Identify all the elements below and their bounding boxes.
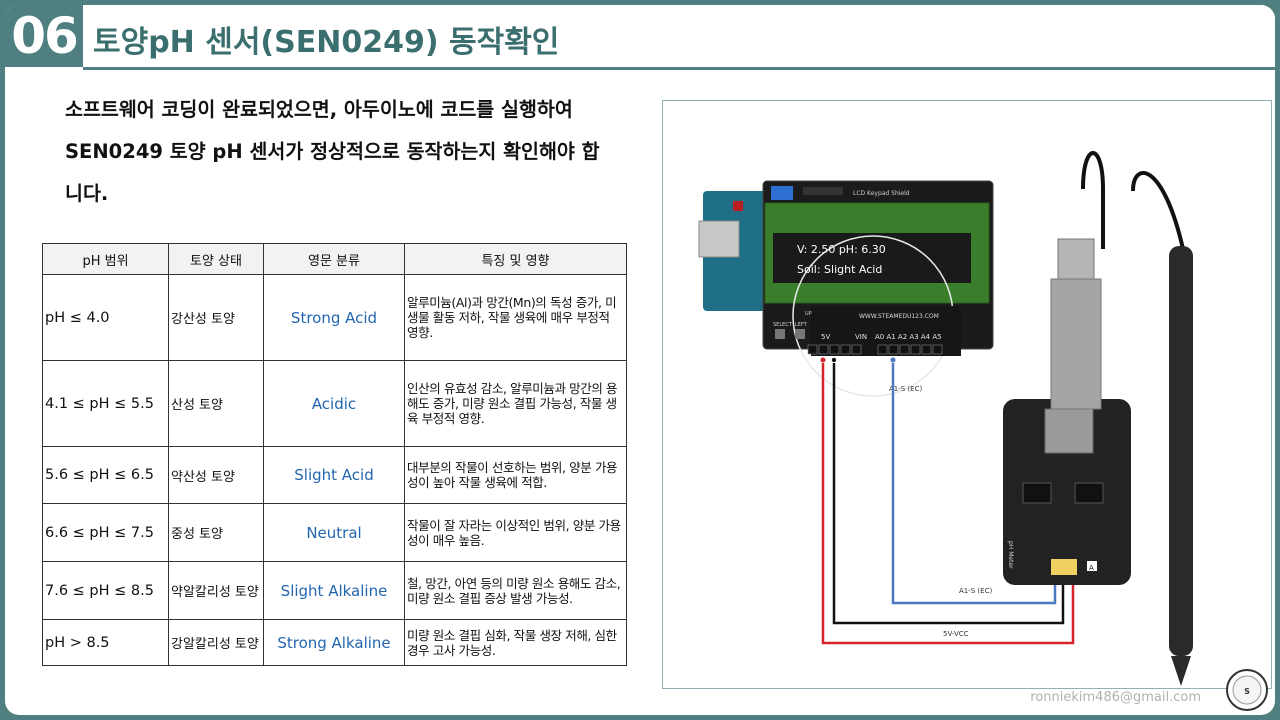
red-wire (821, 363, 1075, 645)
probe-lead (1131, 171, 1185, 250)
footer-email: ronniekim486@gmail.com (1030, 690, 1201, 705)
ph-range-cell: pH ≤ 4.0 (42, 274, 169, 361)
board-pin-a-box (1087, 561, 1097, 571)
english-class-cell: Slight Acid (263, 446, 405, 504)
ph-range-table: pH 범위 토양 상태 영문 분류 특징 및 영향 pH ≤ 4.0 강산성 토… (42, 243, 627, 666)
chip (1074, 482, 1104, 504)
table-row: 5.6 ≤ pH ≤ 6.5 약산성 토양 Slight Acid 대부분의 작… (42, 446, 627, 504)
description-cell: 대부분의 작물이 선호하는 범위, 양분 가용성이 높아 작물 생육에 적합. (404, 446, 627, 504)
chip (1022, 482, 1052, 504)
table-header-row: pH 범위 토양 상태 영문 분류 특징 및 영향 (42, 243, 627, 275)
bnc-socket (1044, 408, 1094, 454)
column-header: 특징 및 영향 (404, 243, 627, 275)
english-class-cell: Slight Alkaline (263, 561, 405, 620)
page-title: 토양pH 센서(SEN0249) 동작확인 (93, 25, 560, 60)
table-row: 6.6 ≤ pH ≤ 7.5 중성 토양 Neutral 작물이 잘 자라는 이… (42, 503, 627, 562)
english-class-cell: Neutral (263, 503, 405, 562)
btn-select-label: SELECT (773, 322, 793, 328)
pin-5v-label: 5V (821, 333, 830, 341)
svg-text:S: S (1244, 687, 1250, 696)
column-header: pH 범위 (42, 243, 169, 275)
description-cell: 철, 망간, 아연 등의 미량 원소 용해도 감소, 미량 원소 결핍 증상 발… (404, 561, 627, 620)
section-number-box: 06 (5, 5, 83, 67)
column-header: 영문 분류 (263, 243, 405, 275)
english-class-cell: Acidic (263, 360, 405, 447)
btn-left-label: LEFT (795, 322, 808, 328)
ph-meter-board (1003, 399, 1131, 585)
probe-tip (1171, 656, 1191, 686)
english-class-cell: Strong Acid (263, 274, 405, 361)
black-wire (832, 363, 1065, 625)
ph-range-cell: 6.6 ≤ pH ≤ 7.5 (42, 503, 169, 562)
btn-up-label: UP (805, 311, 812, 317)
shield-header (803, 187, 843, 195)
wire-label-vcc: 5V-VCC (943, 630, 969, 638)
ph-range-cell: 4.1 ≤ pH ≤ 5.5 (42, 360, 169, 447)
keypad-button (795, 329, 805, 339)
section-number: 06 (11, 7, 79, 65)
title-bar: 토양pH 센서(SEN0249) 동작확인 (83, 5, 1275, 70)
wire-label-a1-bottom: A1-S (EC) (959, 587, 992, 595)
pin-vin-label: VIN (855, 333, 867, 341)
analog-pins-label: A0 A1 A2 A3 A4 A5 (875, 333, 942, 341)
blue-wire (891, 363, 1057, 605)
bnc-connector (1057, 238, 1095, 280)
soil-status-cell: 강알칼리성 토양 (168, 619, 264, 666)
table-row: pH > 8.5 강알칼리성 토양 Strong Alkaline 미량 원소 … (42, 619, 627, 666)
shield-label: LCD Keypad Shield (853, 190, 910, 197)
keypad-button (775, 329, 785, 339)
bnc-body (1050, 278, 1102, 410)
soil-status-cell: 약알칼리성 토양 (168, 561, 264, 620)
soil-status-cell: 중성 토양 (168, 503, 264, 562)
description-cell: 알루미늄(Al)과 망간(Mn)의 독성 증가, 미생물 활동 저하, 작물 생… (404, 274, 627, 361)
lcd-screen (773, 233, 971, 283)
lcd-line-2: Soil: Slight Acid (797, 263, 882, 276)
potentiometer (771, 186, 793, 200)
board-pin-a-label: A (1089, 564, 1094, 572)
ph-range-cell: 5.6 ≤ pH ≤ 6.5 (42, 446, 169, 504)
wiring-figure: LCD Keypad Shield V: 2.50 pH: 6.30 Soil:… (662, 100, 1272, 689)
reset-button (733, 201, 743, 211)
table-row: 7.6 ≤ pH ≤ 8.5 약알칼리성 토양 Slight Alkaline … (42, 561, 627, 620)
description-cell: 미량 원소 결핍 심화, 작물 생장 저해, 심한 경우 고사 가능성. (404, 619, 627, 666)
lcd-line-1: V: 2.50 pH: 6.30 (797, 243, 886, 256)
soil-status-cell: 강산성 토양 (168, 274, 264, 361)
steamedu-logo-icon: S (1226, 669, 1268, 711)
soil-status-cell: 약산성 토양 (168, 446, 264, 504)
english-class-cell: Strong Alkaline (263, 619, 405, 666)
pin-header (807, 344, 943, 355)
intro-text: 소프트웨어 코딩이 완료되었으면, 아두이노에 코드를 실행하여 SEN0249… (65, 98, 600, 205)
probe-cable (1081, 151, 1105, 249)
description-cell: 인산의 유효성 감소, 알루미늄과 망간의 용해도 증가, 미량 원소 결핍 가… (404, 360, 627, 447)
board-label: pH Meter (1007, 541, 1014, 569)
shield-site-text: WWW.STEAMEDU123.COM (859, 313, 939, 320)
ph-probe (1169, 246, 1193, 656)
wire-label-a1-top: A1-S (EC) (889, 385, 922, 393)
description-cell: 작물이 잘 자라는 이상적인 범위, 양분 가용성이 매우 높음. (404, 503, 627, 562)
table-row: pH ≤ 4.0 강산성 토양 Strong Acid 알루미늄(Al)과 망간… (42, 274, 627, 361)
table-row: 4.1 ≤ pH ≤ 5.5 산성 토양 Acidic 인산의 유효성 감소, … (42, 360, 627, 447)
board-connector (1051, 559, 1077, 575)
pin-5v-dot (820, 357, 826, 363)
soil-status-cell: 산성 토양 (168, 360, 264, 447)
pin-gnd-dot (831, 357, 837, 363)
pin-a1-dot (890, 357, 896, 363)
column-header: 토양 상태 (168, 243, 264, 275)
ph-range-cell: pH > 8.5 (42, 619, 169, 666)
ph-range-cell: 7.6 ≤ pH ≤ 8.5 (42, 561, 169, 620)
wiring-diagram: LCD Keypad Shield V: 2.50 pH: 6.30 Soil:… (698, 151, 1193, 686)
slide: 06 토양pH 센서(SEN0249) 동작확인 소프트웨어 코딩이 완료되었으… (5, 5, 1275, 715)
usb-port (698, 220, 740, 258)
